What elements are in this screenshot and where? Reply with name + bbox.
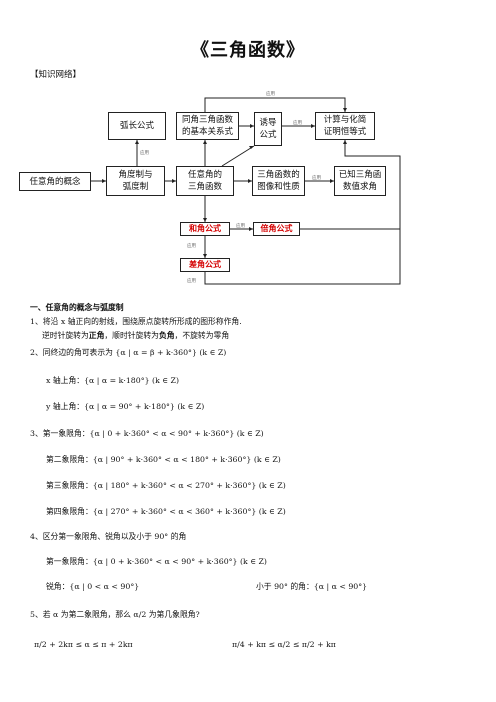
apply-label: 应用 bbox=[266, 92, 275, 97]
quadrant-2: 第二象限角：{α | 90° + k·360° < α < 180° + k·3… bbox=[46, 455, 281, 464]
box-induction-formula: 诱导 公式 bbox=[254, 112, 282, 146]
item-1-rotation: 逆时针旋转为正角，顺时针旋转为负角，不旋转为零角 bbox=[42, 331, 229, 341]
section-heading: 一、任意角的概念与弧度制 bbox=[30, 303, 124, 312]
apply-label: 应用 bbox=[187, 244, 196, 249]
negative-angle-term: 负角 bbox=[158, 331, 175, 340]
item-3: 3、第一象限角：{α | 0 + k·360° < α < 90° + k·36… bbox=[30, 429, 264, 438]
item-4: 4、区分第一象限角、锐角以及小于 90° 的角 bbox=[30, 532, 187, 541]
less-than-90: 小于 90° 的角：{α | α < 90°} bbox=[256, 582, 368, 591]
box-diff-formula: 差角公式 bbox=[180, 258, 230, 272]
page-title: 《三角函数》 bbox=[191, 40, 305, 61]
box-graph-properties: 三角函数的 图像和性质 bbox=[252, 166, 305, 196]
item-5: 5、若 α 为第二象限角，那么 α/2 为第几象限角? bbox=[30, 610, 200, 619]
acute-angle: 锐角：{α | 0 < α < 90°} bbox=[46, 582, 140, 591]
apply-label: 应用 bbox=[236, 224, 245, 229]
item-1: 1、将沿 x 轴正向的射线，围绕原点旋转所形成的图形称作角. bbox=[30, 317, 242, 326]
positive-angle-term: 正角 bbox=[88, 331, 105, 340]
box-degree-radian: 角度制与 弧度制 bbox=[106, 166, 165, 196]
half-alpha-range: π/4 + kπ ≤ α/2 ≤ π/2 + kπ bbox=[232, 640, 336, 649]
apply-label: 应用 bbox=[187, 279, 196, 284]
apply-label: 应用 bbox=[293, 121, 302, 126]
box-basic-relations: 同角三角函数 的基本关系式 bbox=[176, 112, 239, 140]
quadrant-3: 第三象限角：{α | 180° + k·360° < α < 270° + k·… bbox=[46, 481, 286, 490]
section-tag: 【知识网络】 bbox=[30, 70, 82, 80]
item-2: 2、同终边的角可表示为 {α | α = β + k·360°} (k ∈ Z) bbox=[30, 348, 227, 357]
rotation-text-a: 逆时针旋转为 bbox=[42, 331, 89, 340]
rotation-text-e: ，不旋转为零角 bbox=[174, 331, 230, 340]
box-known-value-angle: 已知三角函 数值求角 bbox=[334, 166, 386, 196]
x-axis-angle: x 轴上角：{α | α = k·180°} (k ∈ Z) bbox=[46, 376, 180, 385]
alpha-range: π/2 + 2kπ ≤ α ≤ π + 2kπ bbox=[34, 640, 133, 649]
knowledge-network-diagram bbox=[91, 97, 401, 285]
box-double-formula: 倍角公式 bbox=[253, 222, 300, 236]
apply-label: 应用 bbox=[312, 176, 321, 181]
box-any-angle-function: 任意角的 三角函数 bbox=[176, 166, 234, 196]
quadrant-4: 第四象限角：{α | 270° + k·360° < α < 360° + k·… bbox=[46, 507, 286, 516]
y-axis-angle: y 轴上角：{α | α = 90° + k·180°} (k ∈ Z) bbox=[46, 402, 205, 411]
rotation-text-c: ，顺时针旋转为 bbox=[104, 331, 159, 340]
apply-label: 应用 bbox=[140, 151, 149, 156]
box-arc-length: 弧长公式 bbox=[108, 112, 166, 140]
box-angle-concept: 任意角的概念 bbox=[19, 172, 91, 191]
box-calc-simplify: 计算与化简 证明恒等式 bbox=[315, 112, 375, 140]
quadrant-1-again: 第一象限角：{α | 0 + k·360° < α < 90° + k·360°… bbox=[46, 557, 267, 566]
box-sum-formula: 和角公式 bbox=[180, 222, 230, 236]
